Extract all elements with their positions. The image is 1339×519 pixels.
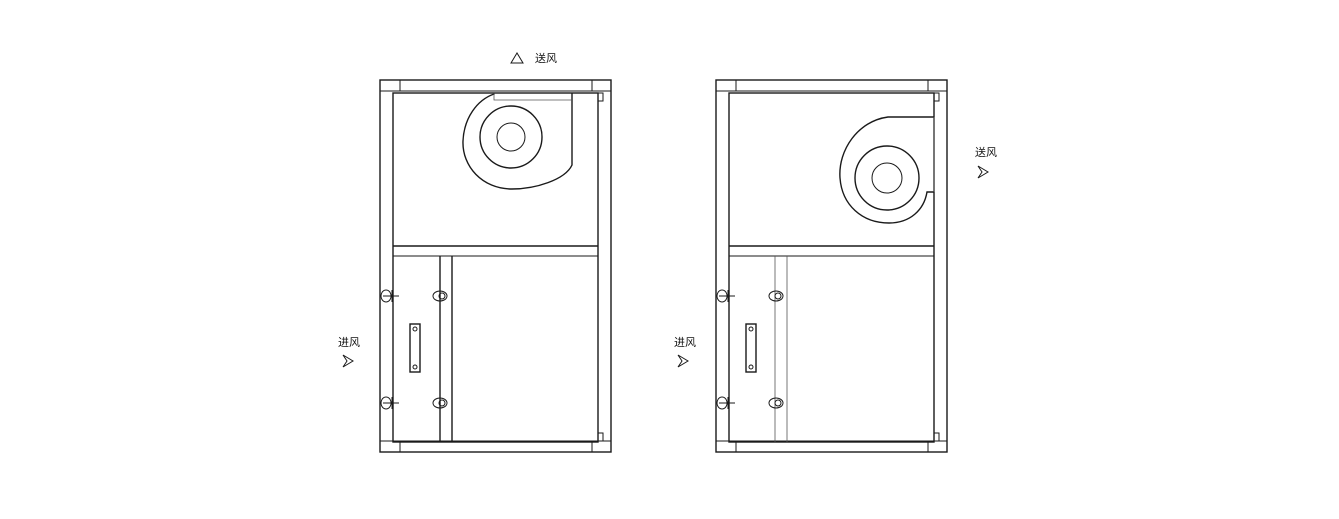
triangle-arrow-up-icon	[510, 52, 524, 64]
right-fan-scroll-housing	[839, 116, 934, 224]
chevron-arrow-right-icon	[677, 354, 689, 368]
right-unit-outer-frame	[715, 79, 948, 453]
left-corner-post	[597, 432, 604, 442]
right-hinge-icon	[716, 289, 735, 303]
left-corner-post	[597, 92, 604, 102]
right-hinge-icon	[716, 396, 735, 410]
left-door-handle-icon	[409, 323, 421, 373]
left-unit-inner-panel	[392, 92, 599, 443]
supply-air-label: 送风	[535, 51, 557, 65]
left-fan-outlet	[493, 93, 572, 101]
supply-air-label-right: 送风	[975, 145, 997, 159]
right-unit	[677, 79, 989, 453]
left-fan-outer-ring	[479, 105, 543, 169]
left-latch-icon	[432, 397, 448, 409]
right-unit-inner-panel	[728, 92, 935, 443]
left-unit	[342, 52, 612, 453]
left-unit-outer-frame	[379, 79, 612, 453]
right-fan-outer-ring	[854, 145, 920, 211]
right-door-handle-icon	[745, 323, 757, 373]
left-fan-impeller	[496, 122, 526, 152]
right-corner-post	[933, 92, 940, 102]
chevron-arrow-right-icon	[342, 354, 354, 368]
left-hinge-icon	[380, 396, 399, 410]
right-corner-post	[933, 432, 940, 442]
right-fan-impeller	[871, 162, 903, 194]
left-latch-icon	[432, 290, 448, 302]
right-latch-icon	[768, 290, 784, 302]
left-hinge-icon	[380, 289, 399, 303]
return-air-label-right: 进风	[674, 336, 696, 349]
return-air-label-left: 进风	[338, 336, 360, 349]
chevron-arrow-right-icon	[977, 165, 989, 179]
right-latch-icon	[768, 397, 784, 409]
left-fan-scroll-housing	[462, 93, 573, 190]
